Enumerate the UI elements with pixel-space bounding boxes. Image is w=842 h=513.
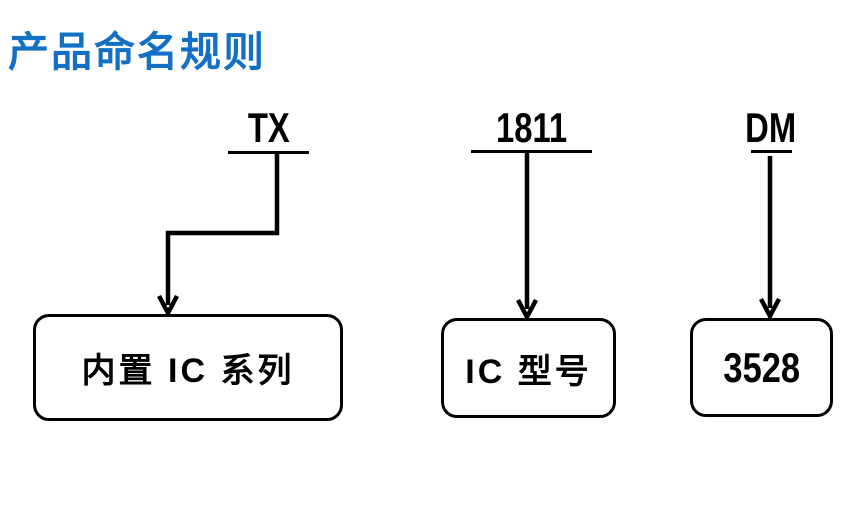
arrow-1811-to-model-box [516, 153, 538, 320]
underline-dm [751, 150, 792, 153]
box-builtin-ic-series: 内置 IC 系列 [33, 314, 343, 421]
code-label-1811: 1811 [471, 104, 592, 150]
code-label-tx: TX [224, 104, 314, 150]
box-ic-model: IC 型号 [441, 318, 616, 418]
arrow-dm-to-package-box [759, 156, 781, 320]
code-text-dm: DM [745, 104, 797, 151]
box-package-3528: 3528 [690, 318, 833, 417]
page-title: 产品命名规则 [8, 29, 266, 75]
code-text-tx: TX [248, 104, 290, 151]
arrow-tx-to-series-box [157, 153, 280, 318]
box-text-package-3528: 3528 [723, 343, 800, 391]
box-text-ic-model: IC 型号 [465, 352, 592, 391]
underline-1811 [471, 150, 592, 153]
code-text-1811: 1811 [495, 104, 568, 151]
underline-tx [228, 151, 309, 154]
box-text-builtin-ic-series: 内置 IC 系列 [81, 352, 295, 390]
code-label-dm: DM [731, 104, 811, 150]
